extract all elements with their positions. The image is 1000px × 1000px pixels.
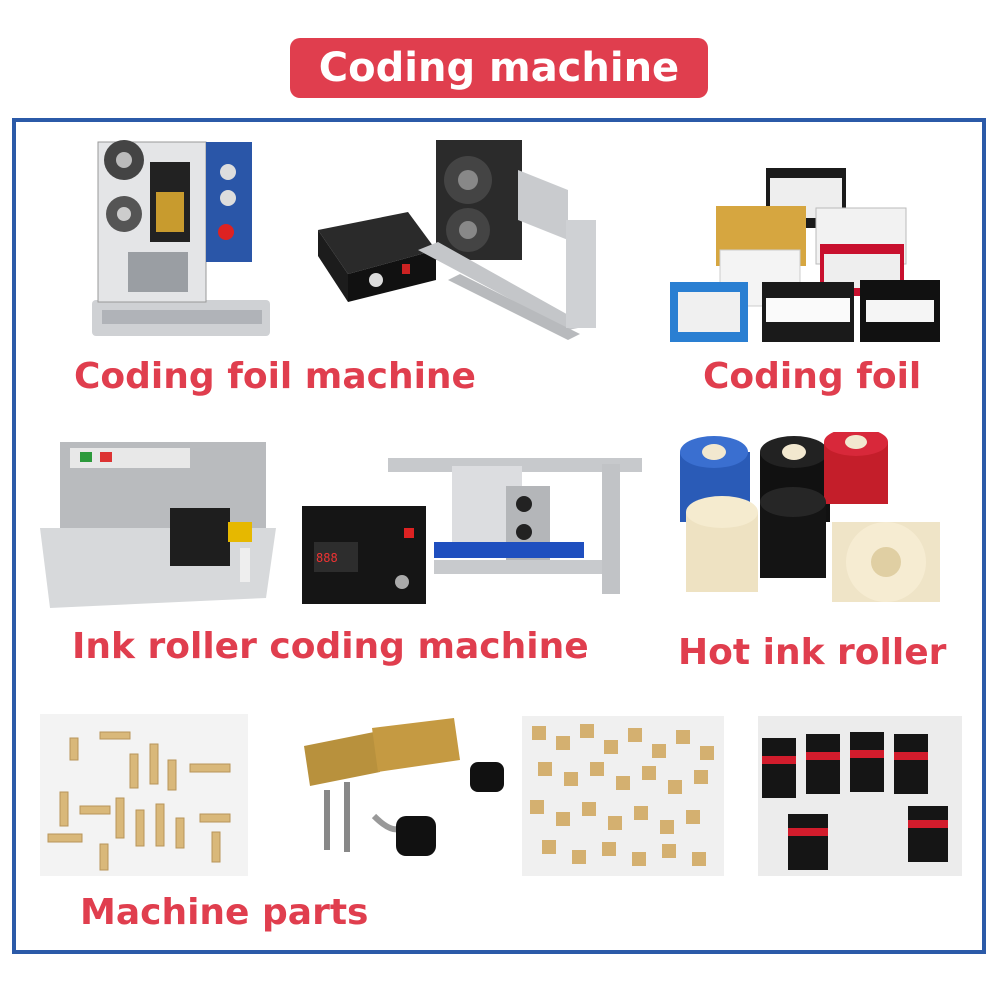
coding-foil-rolls-photo <box>670 160 940 346</box>
coding-foil-caption: Coding foil <box>703 356 922 397</box>
svg-text:888: 888 <box>316 551 338 565</box>
hot-ink-roller-caption: Hot ink roller <box>678 632 947 673</box>
black-ink-roller-wheels-photo <box>758 716 962 876</box>
type-holder-assembly-photo <box>284 716 514 876</box>
ink-roller-coding-machine-photo <box>40 438 276 614</box>
ink-roller-coding-machine-caption: Ink roller coding machine <box>72 626 589 667</box>
brass-type-characters-photo <box>40 714 248 876</box>
ink-roller-coder-with-controller-photo: 888 <box>302 450 642 610</box>
brass-number-type-pile-photo <box>522 716 724 876</box>
content-frame <box>12 118 986 954</box>
page-title: Coding machine <box>290 38 708 98</box>
foil-coding-printer-photo <box>88 132 274 342</box>
coding-foil-machine-caption: Coding foil machine <box>74 356 476 397</box>
hot-ink-rollers-photo <box>676 432 948 612</box>
machine-parts-caption: Machine parts <box>80 892 369 933</box>
foil-coding-machine-with-controller-photo <box>318 130 610 340</box>
